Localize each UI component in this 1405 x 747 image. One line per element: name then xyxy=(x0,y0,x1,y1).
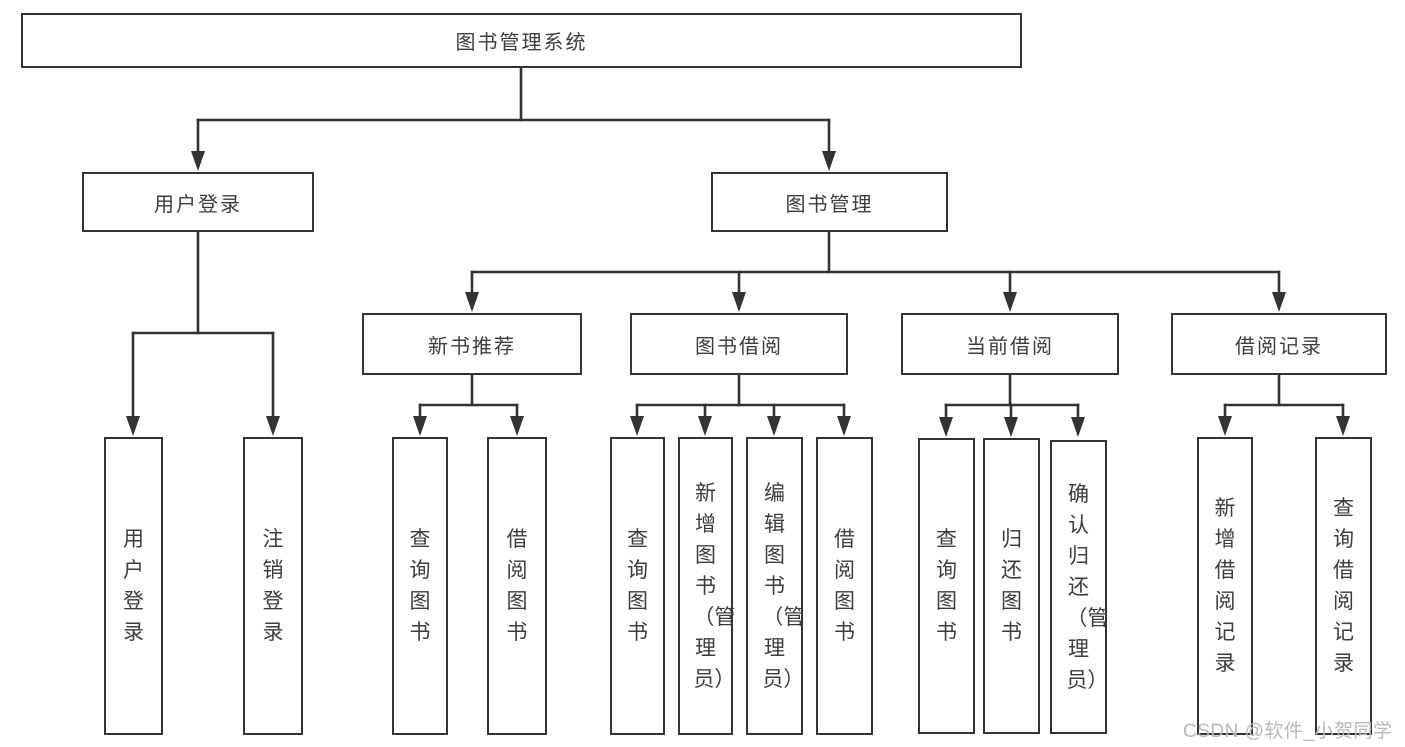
node-user-login-label: 用户登录 xyxy=(154,193,242,216)
node-current-borrowing: 当前借阅 xyxy=(901,313,1119,375)
leaf-borrow-books-borrowing-label: 借阅图书 xyxy=(833,528,855,644)
leaf-user-login-label: 用户登录 xyxy=(122,528,144,644)
leaf-logout: 注销登录 xyxy=(243,437,303,735)
node-borrowing-records-label: 借阅记录 xyxy=(1235,335,1323,358)
node-root-system: 图书管理系统 xyxy=(21,13,1022,68)
leaf-query-books-recommend: 查询图书 xyxy=(392,437,448,735)
leaf-query-books-borrowing-label: 查询图书 xyxy=(626,528,648,644)
leaf-user-login: 用户登录 xyxy=(104,437,163,735)
node-current-borrowing-label: 当前借阅 xyxy=(966,335,1054,358)
leaf-confirm-return-admin: 确认归还（管理员） xyxy=(1050,440,1109,734)
leaf-confirm-return-admin-label: 确认归还（管理员） xyxy=(1066,482,1109,692)
node-root-label: 图书管理系统 xyxy=(455,32,588,54)
leaf-edit-book-admin-label: 编辑图书（管理员） xyxy=(762,481,805,691)
leaf-query-books-borrowing: 查询图书 xyxy=(610,437,665,735)
node-book-borrowing: 图书借阅 xyxy=(630,313,848,375)
leaf-query-books-current: 查询图书 xyxy=(918,438,975,734)
leaf-query-books-recommend-label: 查询图书 xyxy=(409,528,431,644)
leaf-borrow-books-recommend: 借阅图书 xyxy=(487,437,547,735)
leaf-return-books: 归还图书 xyxy=(983,438,1040,734)
watermark: CSDN @软件_小贺同学 xyxy=(1183,721,1393,742)
leaf-add-borrow-record: 新增借阅记录 xyxy=(1197,437,1253,735)
node-book-borrowing-label: 图书借阅 xyxy=(695,335,783,358)
node-user-login: 用户登录 xyxy=(82,172,314,232)
leaf-query-books-current-label: 查询图书 xyxy=(935,528,957,644)
leaf-return-books-label: 归还图书 xyxy=(1000,528,1022,644)
leaf-borrow-books-recommend-label: 借阅图书 xyxy=(506,528,528,644)
leaf-edit-book-admin: 编辑图书（管理员） xyxy=(746,437,805,735)
node-new-book-recommend-label: 新书推荐 xyxy=(428,335,516,358)
node-borrowing-records: 借阅记录 xyxy=(1171,313,1387,375)
node-new-book-recommend: 新书推荐 xyxy=(362,313,582,375)
leaf-add-book-admin: 新增图书（管理员） xyxy=(678,437,736,735)
leaf-borrow-books-borrowing: 借阅图书 xyxy=(816,437,873,735)
node-book-management: 图书管理 xyxy=(711,172,948,232)
leaf-query-borrow-record-label: 查询借阅记录 xyxy=(1332,497,1354,675)
node-book-management-label: 图书管理 xyxy=(785,193,874,216)
leaf-add-book-admin-label: 新增图书（管理员） xyxy=(693,481,736,691)
leaf-add-borrow-record-label: 新增借阅记录 xyxy=(1214,497,1236,675)
leaf-logout-label: 注销登录 xyxy=(262,528,284,644)
leaf-query-borrow-record: 查询借阅记录 xyxy=(1315,437,1372,735)
